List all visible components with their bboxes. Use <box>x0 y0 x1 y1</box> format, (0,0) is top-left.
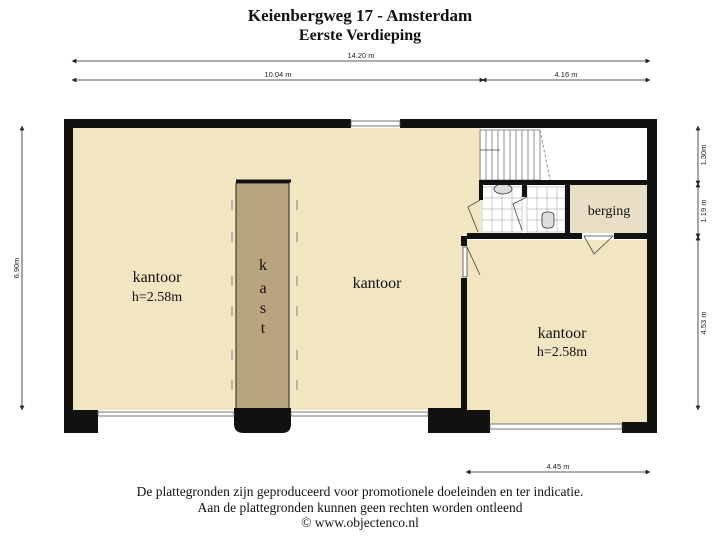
room-label-storage: berging <box>588 204 631 219</box>
closet-letter: a <box>259 280 266 297</box>
closet-letter: s <box>260 300 266 317</box>
toilet-icon <box>493 183 513 195</box>
disclaimer-line-2: Aan de plattegronden kunnen geen rechten… <box>197 500 523 515</box>
room-label-office-center: kantoor <box>353 275 403 292</box>
plan-title: Keienbergweg 17 - Amsterdam <box>247 6 473 25</box>
room-height-office-right: h=2.58m <box>537 345 587 360</box>
doors <box>462 196 615 278</box>
dim-right-middle: 1.19 m <box>699 200 708 223</box>
dim-right-width: 4.16 m <box>555 70 578 79</box>
toilet-icon <box>541 211 555 229</box>
dim-right-top: 1.30m <box>699 145 708 166</box>
dim-total-height: 6.90m <box>12 258 21 279</box>
windows <box>97 120 623 430</box>
dim-left-width: 10.04 m <box>264 70 291 79</box>
closet-letter: t <box>261 320 266 337</box>
dim-bottom-right: 4.45 m <box>547 462 570 471</box>
room-label-office-right: kantoor <box>538 325 588 342</box>
walls <box>64 119 657 433</box>
plan-subtitle: Eerste Verdieping <box>298 27 422 44</box>
closet-shelf-marks <box>231 200 298 390</box>
room-label-office-left: kantoor <box>133 269 183 286</box>
dim-right-bottom: 4.53 m <box>699 312 708 335</box>
disclaimer-line-1: De plattegronden zijn geproduceerd voor … <box>136 484 584 499</box>
room-height-office-left: h=2.58m <box>132 290 182 305</box>
copyright-line: © www.objectenco.nl <box>301 515 419 530</box>
dimension-lines <box>19 58 701 475</box>
stairs <box>479 129 551 181</box>
dim-total-width: 14.20 m <box>347 51 374 60</box>
storage-floor <box>570 185 647 233</box>
closet <box>235 182 290 411</box>
closet-letter: k <box>259 257 267 274</box>
